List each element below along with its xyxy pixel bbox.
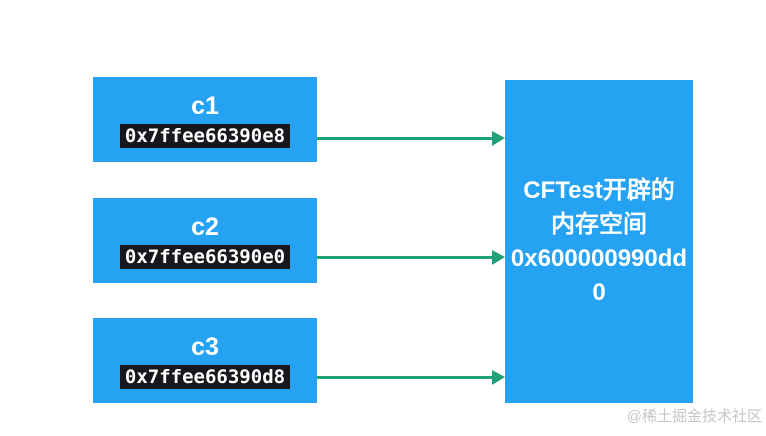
pointer-address-c2: 0x7ffee66390e0	[119, 244, 291, 269]
arrow-head-icon	[492, 370, 505, 385]
pointer-box-c1: c1 0x7ffee66390e8	[93, 77, 317, 162]
memory-block-address: 0x600000990dd0	[510, 244, 688, 306]
memory-block: CFTest开辟的 内存空间 0x600000990dd0	[505, 80, 693, 403]
pointer-name-c2: c2	[191, 212, 219, 241]
watermark: @稀土掘金技术社区	[626, 408, 762, 425]
memory-block-title-line2: 内存空间	[551, 210, 647, 238]
pointer-address-c1: 0x7ffee66390e8	[119, 123, 291, 148]
memory-block-text: CFTest开辟的 内存空间 0x600000990dd0	[509, 174, 689, 310]
memory-block-title-line1: CFTest开辟的	[523, 176, 675, 204]
arrow-c1-to-memory	[317, 131, 505, 146]
pointer-box-c3: c3 0x7ffee66390d8	[93, 318, 317, 403]
arrow-c3-to-memory	[317, 370, 505, 385]
pointer-name-c1: c1	[191, 91, 219, 120]
pointer-box-c2: c2 0x7ffee66390e0	[93, 198, 317, 283]
pointer-address-c3: 0x7ffee66390d8	[119, 364, 291, 389]
arrow-head-icon	[492, 250, 505, 265]
arrow-c2-to-memory	[317, 250, 505, 265]
pointer-name-c3: c3	[191, 332, 219, 361]
arrow-head-icon	[492, 131, 505, 146]
